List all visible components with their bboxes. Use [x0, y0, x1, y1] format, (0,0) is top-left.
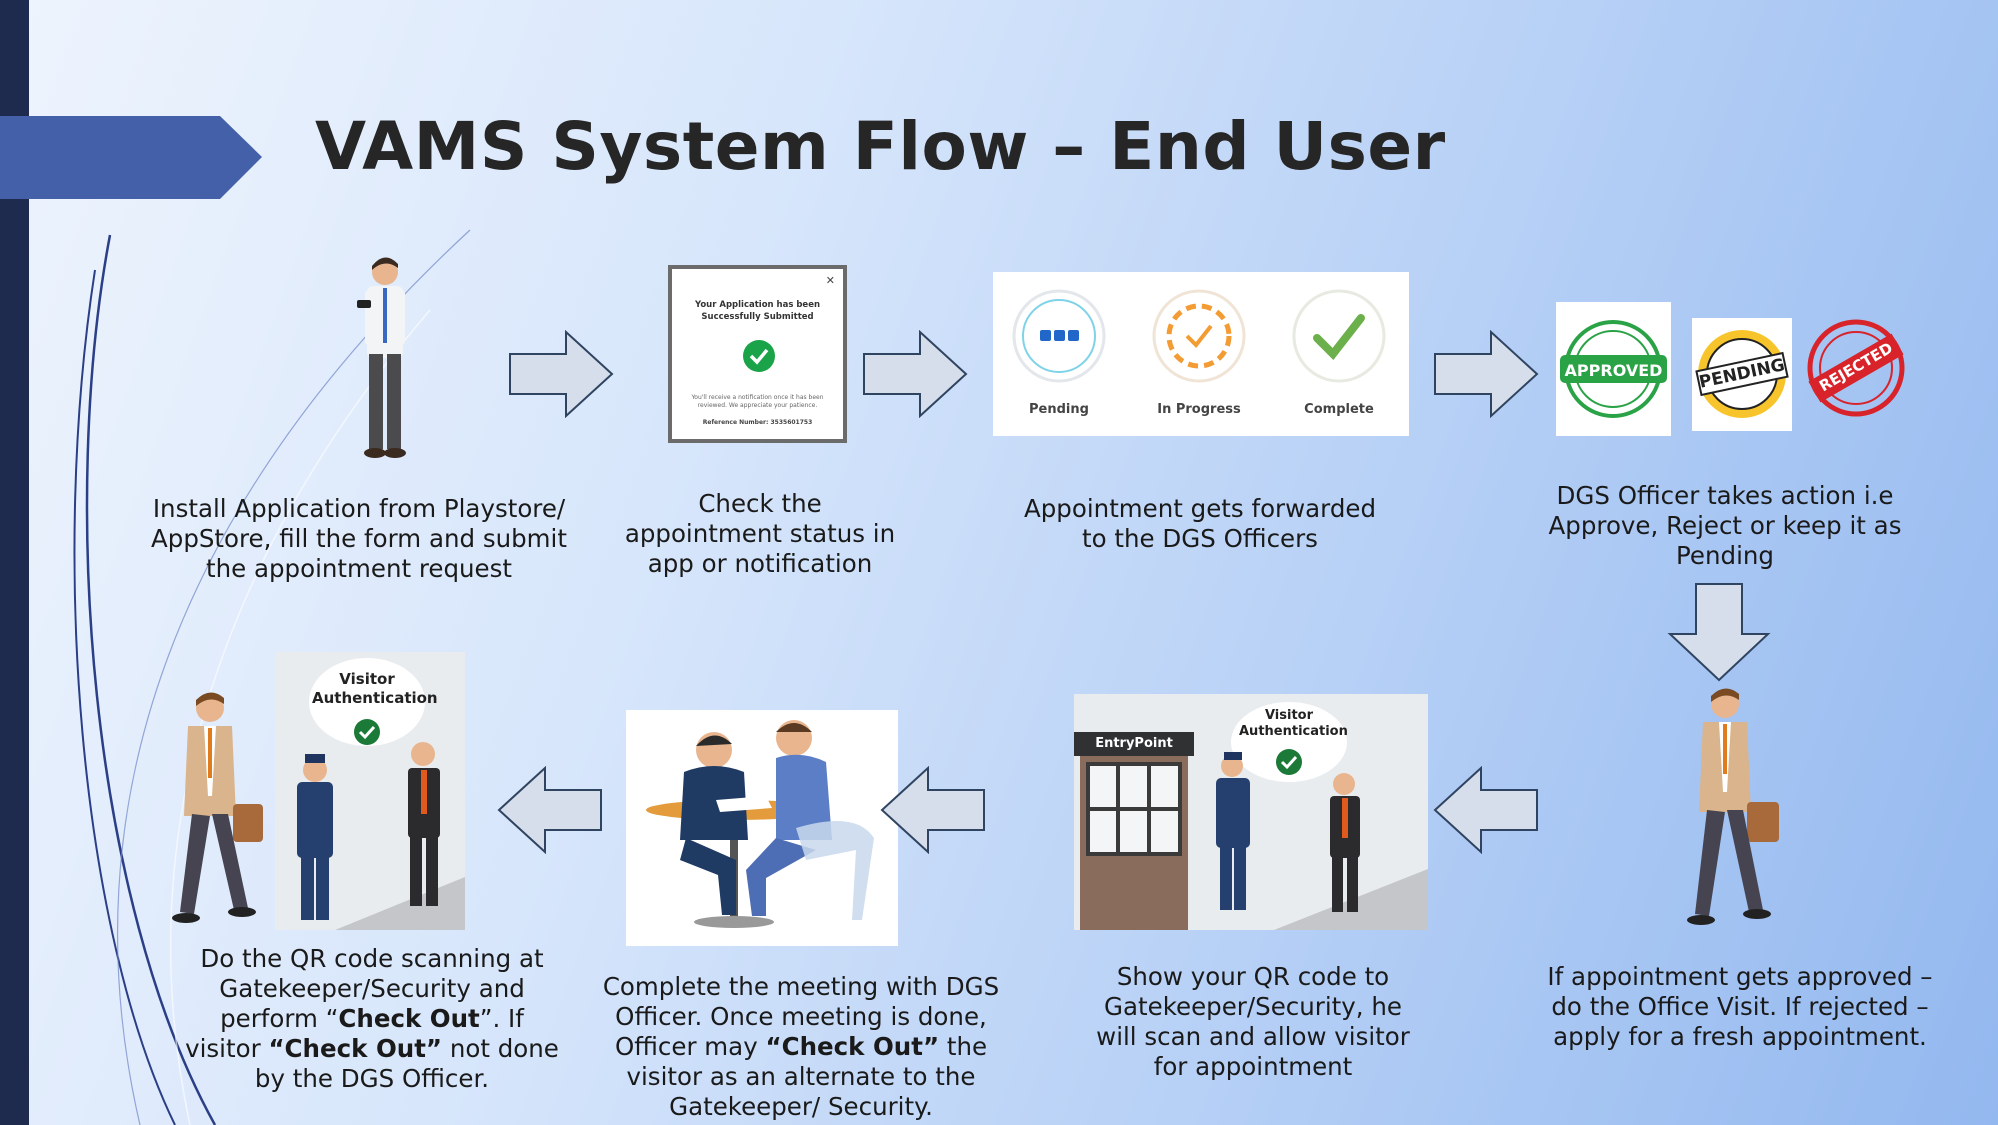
page-title: VAMS System Flow – End User [315, 108, 1446, 185]
step-6-caption: Show your QR code to Gatekeeper/Security… [1096, 962, 1410, 1081]
status-icons-card: Pending In Progress Complete [993, 272, 1409, 436]
close-icon: ✕ [825, 274, 835, 287]
approved-stamp-icon [1560, 320, 1667, 418]
title-accent-tab [0, 116, 262, 199]
arrow-left-icon [497, 766, 602, 854]
meeting-scene [626, 710, 898, 946]
complete-status-icon [1292, 289, 1386, 383]
rejected-stamp: REJECTED [1806, 318, 1906, 418]
pending-label: Pending [1029, 402, 1089, 417]
step-5-caption: If appointment gets approved – do the Of… [1547, 962, 1933, 1051]
entrypoint-scene: EntryPoint Visitor Authentication [1074, 694, 1428, 930]
pending-stamp-card: PENDING [1692, 318, 1792, 431]
visitor-auth-bubble: Visitor Authentication [1239, 708, 1348, 739]
arrow-right-icon [509, 330, 614, 418]
arrow-down-icon [1667, 583, 1771, 682]
step-7-caption: Complete the meeting with DGS Officer. O… [584, 972, 1018, 1122]
step-2-caption: Check the appointment status in app or n… [624, 489, 896, 578]
walking-visitor-illustration [172, 692, 263, 923]
popup-body: You'll receive a notification once it ha… [691, 394, 824, 409]
person-with-phone-illustration [357, 257, 406, 458]
submission-popup-screen: ✕ Your Application has been Successfully… [668, 265, 847, 443]
step-7-checkout-bold: “Check Out” [765, 1032, 940, 1061]
step-8-caption: Do the QR code scanning at Gatekeeper/Se… [180, 944, 564, 1094]
pending-status-icon [1012, 289, 1106, 383]
step-8-checkout-bold: Check Out [338, 1004, 480, 1033]
arrow-left-icon [880, 766, 985, 854]
step-8-checkout-bold-2: “Check Out” [268, 1034, 443, 1063]
step-8-text-2: ”. If visitor [185, 1004, 524, 1063]
complete-label: Complete [1304, 402, 1374, 417]
step-4-caption: DGS Officer takes action i.e Approve, Re… [1548, 481, 1902, 570]
success-check-icon [743, 340, 775, 372]
visitor-auth-bubble: Visitor Authentication [312, 670, 438, 707]
arrow-left-icon [1433, 766, 1538, 854]
in-progress-label: In Progress [1157, 402, 1241, 417]
in-progress-status-icon [1152, 289, 1246, 383]
step-7-text-2: the visitor as an alternate to the Gatek… [626, 1032, 988, 1121]
arrow-right-icon [1434, 330, 1539, 418]
arrow-right-icon [863, 330, 968, 418]
popup-reference: Reference Number: 3535601753 [702, 419, 813, 426]
step-3-caption: Appointment gets forwarded to the DGS Of… [1024, 494, 1376, 553]
visitor-auth-scene: Visitor Authentication [275, 652, 465, 930]
entrypoint-label: EntryPoint [1095, 736, 1173, 751]
step-8-text-3: not done by the DGS Officer. [254, 1034, 559, 1093]
step-1-caption: Install Application from Playstore/ AppS… [151, 494, 567, 583]
pending-stamp-icon [1695, 330, 1789, 418]
step-8-text-1: Do the QR code scanning at Gatekeeper/Se… [200, 944, 544, 1033]
approved-stamp-text: APPROVED [1564, 361, 1663, 380]
walking-visitor-illustration [1687, 688, 1779, 925]
popup-header: Your Application has been Successfully S… [694, 300, 821, 322]
entrypoint-illustration [1074, 702, 1428, 930]
visitor-auth-illustration [275, 658, 465, 930]
step-7-text-1: Complete the meeting with DGS Officer. O… [602, 972, 1000, 1061]
approved-stamp-card: APPROVED [1556, 302, 1671, 436]
meeting-illustration [646, 720, 874, 928]
rejected-stamp-icon [1807, 319, 1905, 417]
